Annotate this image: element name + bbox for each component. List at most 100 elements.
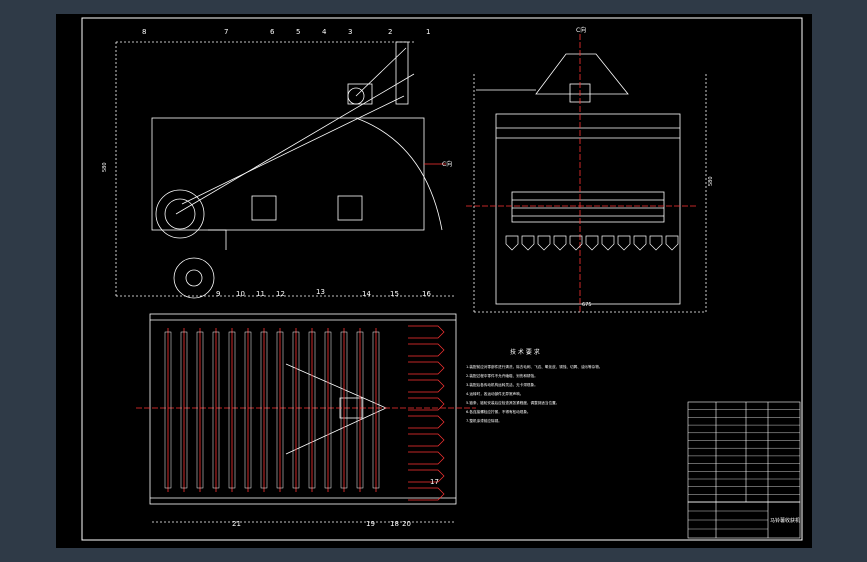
part-number-label: 6 xyxy=(270,28,275,36)
slat-outline xyxy=(276,331,284,489)
c-direction-label: C向 xyxy=(442,160,452,168)
slat-outline xyxy=(164,331,172,489)
part-number-label: 3 xyxy=(348,28,352,36)
tech-req-line: 1.装配前应对零部件进行清洗，除去毛刺、飞边、氧化皮、锈蚀、切屑、油污等杂物。 xyxy=(466,364,602,369)
conveyor-slats xyxy=(164,328,380,492)
shovel-tooth xyxy=(521,235,535,251)
part-number-label: 9 xyxy=(216,290,220,298)
separator-finger xyxy=(408,343,445,357)
slat-outline xyxy=(372,331,380,489)
part-number-label: 10 xyxy=(236,290,245,298)
slat-outline xyxy=(228,331,236,489)
shovel-tooth xyxy=(617,235,631,251)
a-frame xyxy=(285,363,387,455)
separation-fingers xyxy=(408,325,445,501)
top-frame xyxy=(149,313,457,505)
part-number-label: 5 xyxy=(296,28,300,36)
slat-outline xyxy=(308,331,316,489)
bearing-1 xyxy=(251,195,277,221)
part-number-label: 2 xyxy=(388,28,392,36)
part-number-label: 12 xyxy=(276,290,285,298)
slat-outline xyxy=(356,331,364,489)
conveyor-arm-2 xyxy=(181,95,405,205)
table-rows xyxy=(688,409,800,530)
c-view-title: C向 xyxy=(576,26,586,34)
separator-finger xyxy=(408,397,445,411)
top-view xyxy=(136,313,476,523)
tech-req-line: 2.装配过程中零件不允许磕碰、划伤和锈蚀。 xyxy=(466,373,538,378)
shovel-tooth xyxy=(553,235,567,251)
part-number-label: 17 xyxy=(430,478,439,486)
slat-outline xyxy=(244,331,252,489)
slat-outline xyxy=(340,331,348,489)
tech-req-line: 5.链条、链轮安装后应检查其张紧程度，调整到适当位置。 xyxy=(466,400,559,405)
tech-req-line: 7.整机涂漆前应除锈。 xyxy=(466,418,502,423)
separator-finger xyxy=(408,325,445,339)
drawing-title: 马铃薯收获机 xyxy=(770,517,800,524)
part-number-label: 11 xyxy=(256,290,265,298)
front-height-dim: 580 xyxy=(708,176,714,186)
part-number-label: 8 xyxy=(142,28,146,36)
side-curve xyxy=(355,117,443,231)
slat-outline xyxy=(292,331,300,489)
slat-outline xyxy=(260,331,268,489)
parts-list-table xyxy=(687,401,801,503)
drive-sprocket xyxy=(155,189,205,239)
bracket xyxy=(208,229,227,250)
slat-outline xyxy=(212,331,220,489)
separator-finger xyxy=(408,433,445,447)
separator-finger xyxy=(408,379,445,393)
part-number-label: 18 xyxy=(390,520,399,528)
gearbox-pulley xyxy=(347,87,365,105)
top-gearbox xyxy=(339,397,363,419)
part-number-label: 13 xyxy=(316,288,325,296)
depth-wheel xyxy=(173,257,215,299)
tech-req-line: 6.各连接螺栓应拧紧，不得有松动现象。 xyxy=(466,409,531,414)
three-point-hitch xyxy=(535,53,629,95)
shovel-tooth xyxy=(585,235,599,251)
part-number-label: 7 xyxy=(224,28,228,36)
slat-outline xyxy=(196,331,204,489)
part-number-label: 14 xyxy=(362,290,371,298)
drawing-sheet[interactable]: C向 580 C向 675 xyxy=(56,14,812,548)
slat-outline xyxy=(180,331,188,489)
tech-req-title: 技 术 要 求 xyxy=(510,348,540,356)
digging-shovels xyxy=(505,235,679,251)
tech-req-line: 4.运转时，各运动部件无异常声响。 xyxy=(466,391,523,396)
slat-outline xyxy=(324,331,332,489)
front-width-dim: 675 xyxy=(582,302,592,308)
front-frame xyxy=(495,113,681,305)
part-number-label: 16 xyxy=(422,290,431,298)
bearing-2 xyxy=(337,195,363,221)
separator-finger xyxy=(408,487,445,501)
side-height-dim: 580 xyxy=(102,162,108,172)
tech-requirements-list: 1.装配前应对零部件进行清洗，除去毛刺、飞边、氧化皮、锈蚀、切屑、油污等杂物。 2… xyxy=(466,364,602,423)
part-number-label: 20 xyxy=(402,520,411,528)
front-view xyxy=(466,34,707,314)
separator-finger xyxy=(408,451,445,465)
side-frame xyxy=(151,117,425,231)
separator-finger xyxy=(408,415,445,429)
drawing-border xyxy=(81,17,803,541)
shovel-tooth xyxy=(633,235,647,251)
shovel-tooth xyxy=(665,235,679,251)
sprocket-hub xyxy=(164,198,196,230)
wheel-hub xyxy=(185,269,203,287)
top-link xyxy=(355,47,407,97)
shovel-tooth xyxy=(601,235,615,251)
shovel-tooth xyxy=(537,235,551,251)
shovel-tooth xyxy=(505,235,519,251)
separator-finger xyxy=(408,361,445,375)
shovel-tooth xyxy=(649,235,663,251)
conveyor-arm xyxy=(175,73,415,215)
part-number-label: 19 xyxy=(366,520,375,528)
tech-req-line: 3.装配后各传动机构运转灵活，无卡滞现象。 xyxy=(466,382,538,387)
assembly-drawing: C向 580 C向 675 xyxy=(81,17,803,541)
part-number-label: 1 xyxy=(426,28,430,36)
shovel-tooth xyxy=(569,235,583,251)
roller-assembly xyxy=(511,191,665,223)
part-number-label: 4 xyxy=(322,28,327,36)
side-view xyxy=(115,41,456,299)
separator-finger xyxy=(408,469,445,483)
